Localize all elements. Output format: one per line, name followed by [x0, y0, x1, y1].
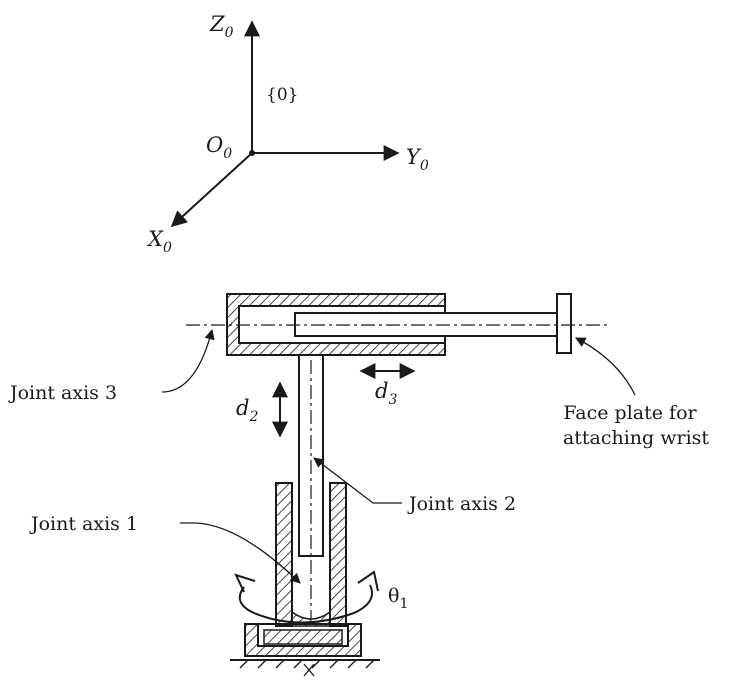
lower-sleeve-left-wall	[275, 482, 293, 627]
ground-hatch	[239, 659, 375, 677]
base-bearing	[263, 629, 343, 645]
face-plate-label-line1: Face plate for	[563, 402, 697, 424]
joint-axis-1-label: Joint axis 1	[29, 513, 138, 535]
face-plate	[556, 293, 572, 354]
joint-axis-3-label: Joint axis 3	[8, 382, 117, 404]
extending-arm	[186, 293, 608, 354]
lower-sleeve	[275, 482, 347, 627]
d2-label: d2	[236, 396, 258, 425]
face-plate-leader	[575, 337, 636, 396]
joint-axis-3-leader	[161, 328, 215, 393]
theta1-arrowhead-left	[234, 573, 256, 593]
joint-axis-2-leader	[313, 457, 402, 504]
theta1-label: θ1	[388, 585, 408, 612]
reference-frame: Z0 {0} O0 Y0 X0	[146, 12, 429, 256]
motion-indicators	[234, 363, 416, 624]
joint-axis-2-label: Joint axis 2	[407, 493, 516, 515]
z0-label: Z0	[209, 12, 234, 41]
joint-axis-1-leader	[180, 522, 301, 584]
callouts	[161, 328, 636, 584]
theta1-rotation-arc	[238, 584, 373, 624]
vertical-column	[298, 354, 324, 620]
x0-label: X0	[146, 227, 172, 256]
d3-label: d3	[375, 379, 397, 408]
lower-sleeve-right-wall	[329, 482, 347, 627]
origin-dot	[249, 150, 255, 156]
origin-label: O0	[206, 133, 232, 162]
frame-id-label: {0}	[266, 85, 298, 105]
robot-base	[230, 623, 380, 677]
x0-axis-arrow	[170, 152, 253, 228]
theta1-arrowhead-right	[357, 570, 379, 592]
y0-label: Y0	[406, 145, 429, 174]
face-plate-label-line2: attaching wrist	[563, 427, 709, 449]
